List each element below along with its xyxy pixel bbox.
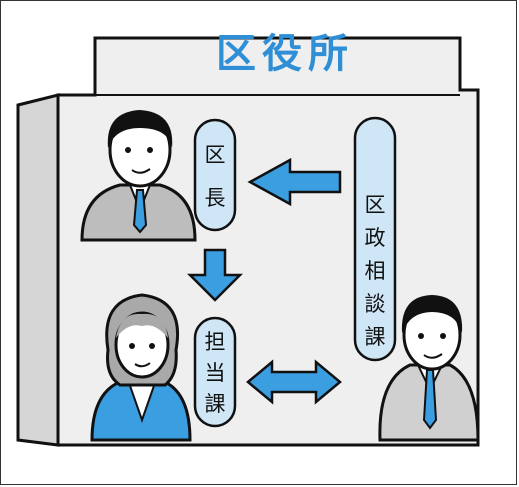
consult-label-3: 相: [364, 259, 386, 283]
staff-person: [90, 293, 192, 442]
page-title: 区役所: [216, 31, 354, 77]
arrow-chief-to-staff: [186, 248, 244, 302]
consult-label-4: 談: [364, 292, 386, 316]
arrow-to-chief: [247, 157, 342, 207]
consult-label-5: 課: [364, 325, 386, 349]
chief-label-1: 区: [204, 143, 226, 167]
consult-label-1: 区: [364, 193, 386, 217]
consult-node: [353, 116, 397, 362]
consult-label-2: 政: [364, 226, 386, 250]
chief-label-2: 長: [204, 186, 226, 210]
staff-label-2: 当: [204, 361, 226, 385]
staff-node: [193, 316, 237, 428]
arrow-staff-consult: [246, 359, 342, 405]
consultant-person: [378, 295, 480, 442]
staff-label-3: 課: [204, 392, 226, 416]
chief-person: [80, 110, 197, 242]
chief-node: [193, 118, 237, 232]
staff-label-1: 担: [204, 330, 226, 354]
